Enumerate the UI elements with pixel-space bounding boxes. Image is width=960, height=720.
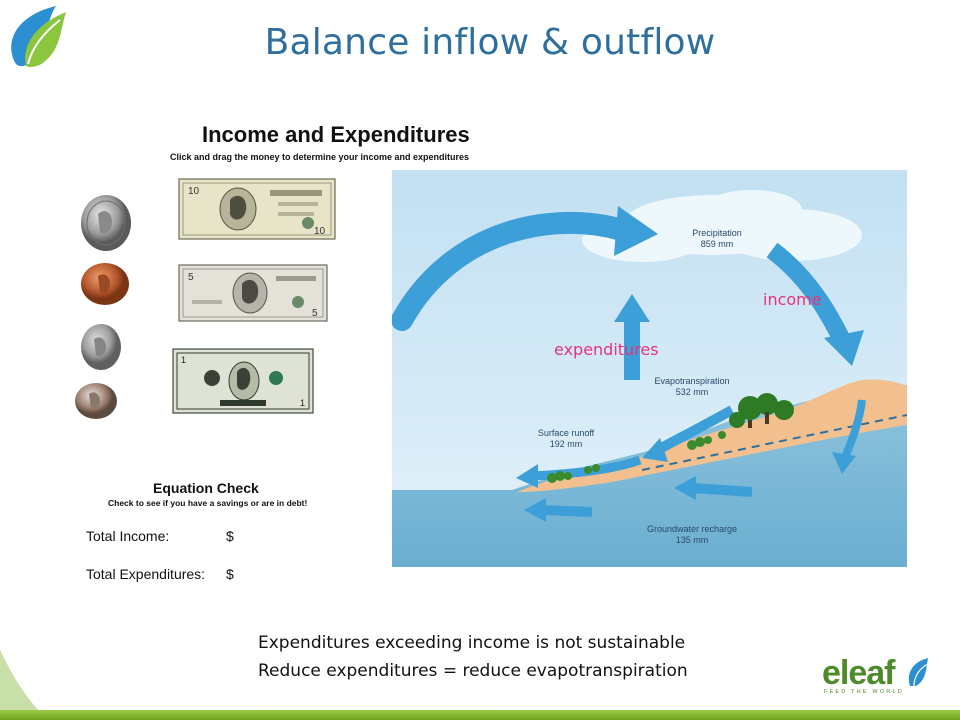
eleaf-leaf-icon <box>908 658 929 687</box>
groundwater-recharge-label: Groundwater recharge 135 mm <box>646 524 738 545</box>
evapotranspiration-label: Evapotranspiration 532 mm <box>654 376 730 397</box>
penny-coin-icon[interactable] <box>80 262 130 306</box>
slide-title: Balance inflow & outflow <box>264 22 716 63</box>
svg-text:1: 1 <box>181 355 186 365</box>
water-cycle-illustration <box>392 170 907 567</box>
leaf-logo-icon <box>11 6 67 67</box>
caption-line-2: Reduce expenditures = reduce evapotransp… <box>258 661 688 681</box>
total-income-label: Total Income: <box>86 528 170 544</box>
dime-coin-icon[interactable] <box>74 382 118 420</box>
ten-dollar-bill-icon[interactable]: 10 10 <box>178 178 336 240</box>
svg-text:5: 5 <box>312 308 318 319</box>
tree-icon <box>729 393 794 428</box>
precipitation-label: Precipitation 859 mm <box>692 228 742 249</box>
svg-text:1: 1 <box>300 398 305 408</box>
income-label: income <box>763 290 822 309</box>
five-dollar-bill-icon[interactable]: 5 5 <box>178 264 328 322</box>
expenditures-label: expenditures <box>554 340 659 359</box>
eleaf-tagline: FEED THE WORLD <box>824 689 904 695</box>
total-expenditures-value: $ <box>226 566 234 582</box>
water-cycle-diagram: Precipitation 859 mm Evapotranspiration … <box>392 170 907 567</box>
bottom-swoosh-decoration <box>0 650 40 712</box>
caption-line-1: Expenditures exceeding income is not sus… <box>258 633 686 653</box>
svg-text:5: 5 <box>188 272 194 283</box>
quarter-coin-icon[interactable] <box>80 194 132 252</box>
svg-text:10: 10 <box>188 186 200 197</box>
nickel-coin-icon[interactable] <box>80 323 122 371</box>
total-expenditures-label: Total Expenditures: <box>86 566 206 582</box>
worksheet-subtitle: Click and drag the money to determine yo… <box>170 152 470 162</box>
total-income-value: $ <box>226 528 234 544</box>
worksheet-title: Income and Expenditures <box>202 122 470 147</box>
equation-check-title: Equation Check <box>153 480 259 496</box>
one-dollar-bill-icon[interactable]: 1 1 <box>172 348 314 414</box>
surface-runoff-label: Surface runoff 192 mm <box>537 428 595 449</box>
bottom-green-bar <box>0 710 960 720</box>
eleaf-logo: eleaf FEED THE WORLD <box>822 656 934 698</box>
svg-text:10: 10 <box>314 226 326 237</box>
shrub-icon <box>547 431 726 483</box>
eleaf-logo-word: eleaf <box>822 654 895 692</box>
equation-check-subtitle: Check to see if you have a savings or ar… <box>108 498 308 508</box>
